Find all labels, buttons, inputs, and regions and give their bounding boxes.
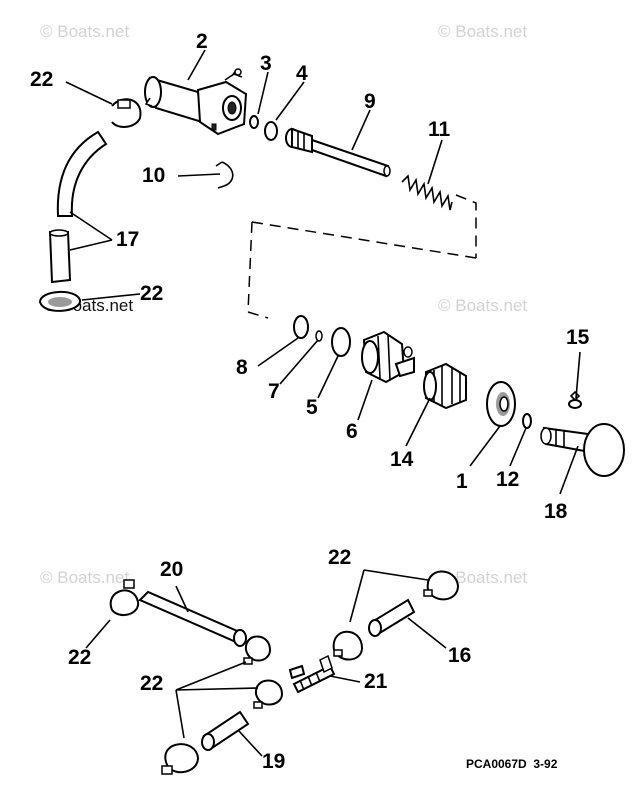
part-8-washer bbox=[293, 315, 309, 339]
part-22-clamp-right-mid bbox=[332, 630, 364, 661]
callout-15: 15 bbox=[566, 326, 590, 349]
part-22-clamp-lower bbox=[253, 679, 284, 709]
part-14-nut bbox=[423, 362, 467, 410]
part-4-o-ring bbox=[264, 121, 278, 141]
part-15-screw bbox=[568, 390, 582, 409]
part-3-small-ring bbox=[249, 115, 259, 129]
part-17-hose bbox=[48, 130, 108, 284]
watermark-bottom-left: © Boats.net bbox=[40, 568, 129, 587]
callout-2: 2 bbox=[196, 30, 208, 53]
part-11-spring bbox=[401, 174, 453, 211]
assembly-dashed-guide bbox=[247, 194, 477, 319]
callout-4: 4 bbox=[296, 62, 308, 85]
callout-22-bottom-left: 22 bbox=[68, 646, 91, 669]
part-16-hose bbox=[368, 598, 416, 637]
callout-8: 8 bbox=[236, 356, 248, 379]
watermark-top-right: © Boats.net bbox=[438, 22, 527, 41]
callout-5: 5 bbox=[306, 396, 318, 419]
part-22-clamp-left bbox=[38, 291, 81, 312]
part-21-tee-fitting bbox=[288, 654, 336, 694]
leader-lines bbox=[65, 49, 581, 757]
part-5-o-ring bbox=[331, 327, 351, 357]
part-20-tube bbox=[138, 590, 247, 647]
callout-22-top-left: 22 bbox=[30, 68, 53, 91]
callout-12: 12 bbox=[496, 468, 519, 491]
part-22-clamp-top-left bbox=[111, 98, 142, 128]
watermark-mid-right: © Boats.net bbox=[438, 296, 527, 315]
callout-3: 3 bbox=[260, 52, 272, 75]
part-6-valve-body bbox=[361, 330, 415, 384]
callout-20: 20 bbox=[160, 558, 183, 581]
callout-6: 6 bbox=[346, 420, 358, 443]
part-12-ring bbox=[522, 413, 532, 429]
callout-7: 7 bbox=[268, 380, 280, 403]
part-2-housing bbox=[144, 68, 248, 136]
callout-22-mid-left: 22 bbox=[140, 282, 163, 305]
callout-21: 21 bbox=[364, 670, 388, 693]
callout-10: 10 bbox=[142, 164, 165, 187]
part-22-clamp-top-right bbox=[423, 570, 460, 601]
callout-11: 11 bbox=[428, 118, 451, 141]
part-9-plunger bbox=[285, 127, 391, 178]
callout-1: 1 bbox=[456, 470, 468, 493]
part-22-clamp-mid bbox=[243, 635, 272, 665]
part-22-clamp-bottom-left bbox=[109, 579, 140, 617]
watermark-bottom-right: © Boats.net bbox=[438, 568, 527, 587]
part-7-small-ring bbox=[315, 330, 323, 342]
part-10-clip bbox=[215, 161, 234, 189]
part-18-knob bbox=[540, 423, 625, 477]
callout-19: 19 bbox=[262, 750, 285, 773]
callout-22-top-right: 22 bbox=[328, 546, 351, 569]
watermark-top-left: © Boats.net bbox=[40, 22, 129, 41]
part-22-clamp-bottom bbox=[161, 743, 200, 775]
callout-14: 14 bbox=[390, 448, 414, 471]
callout-16: 16 bbox=[448, 644, 471, 667]
callout-22-bottom: 22 bbox=[140, 672, 163, 695]
callout-18: 18 bbox=[544, 500, 568, 523]
part-1-seal bbox=[486, 381, 516, 427]
callout-numbers: 2 3 4 9 11 22 10 17 22 8 7 5 6 14 1 12 1… bbox=[30, 30, 590, 773]
callout-17: 17 bbox=[116, 228, 139, 251]
callout-9: 9 bbox=[364, 90, 376, 113]
part-19-hose bbox=[201, 710, 250, 751]
diagram-code: PCA0067D 3-92 bbox=[466, 757, 558, 771]
